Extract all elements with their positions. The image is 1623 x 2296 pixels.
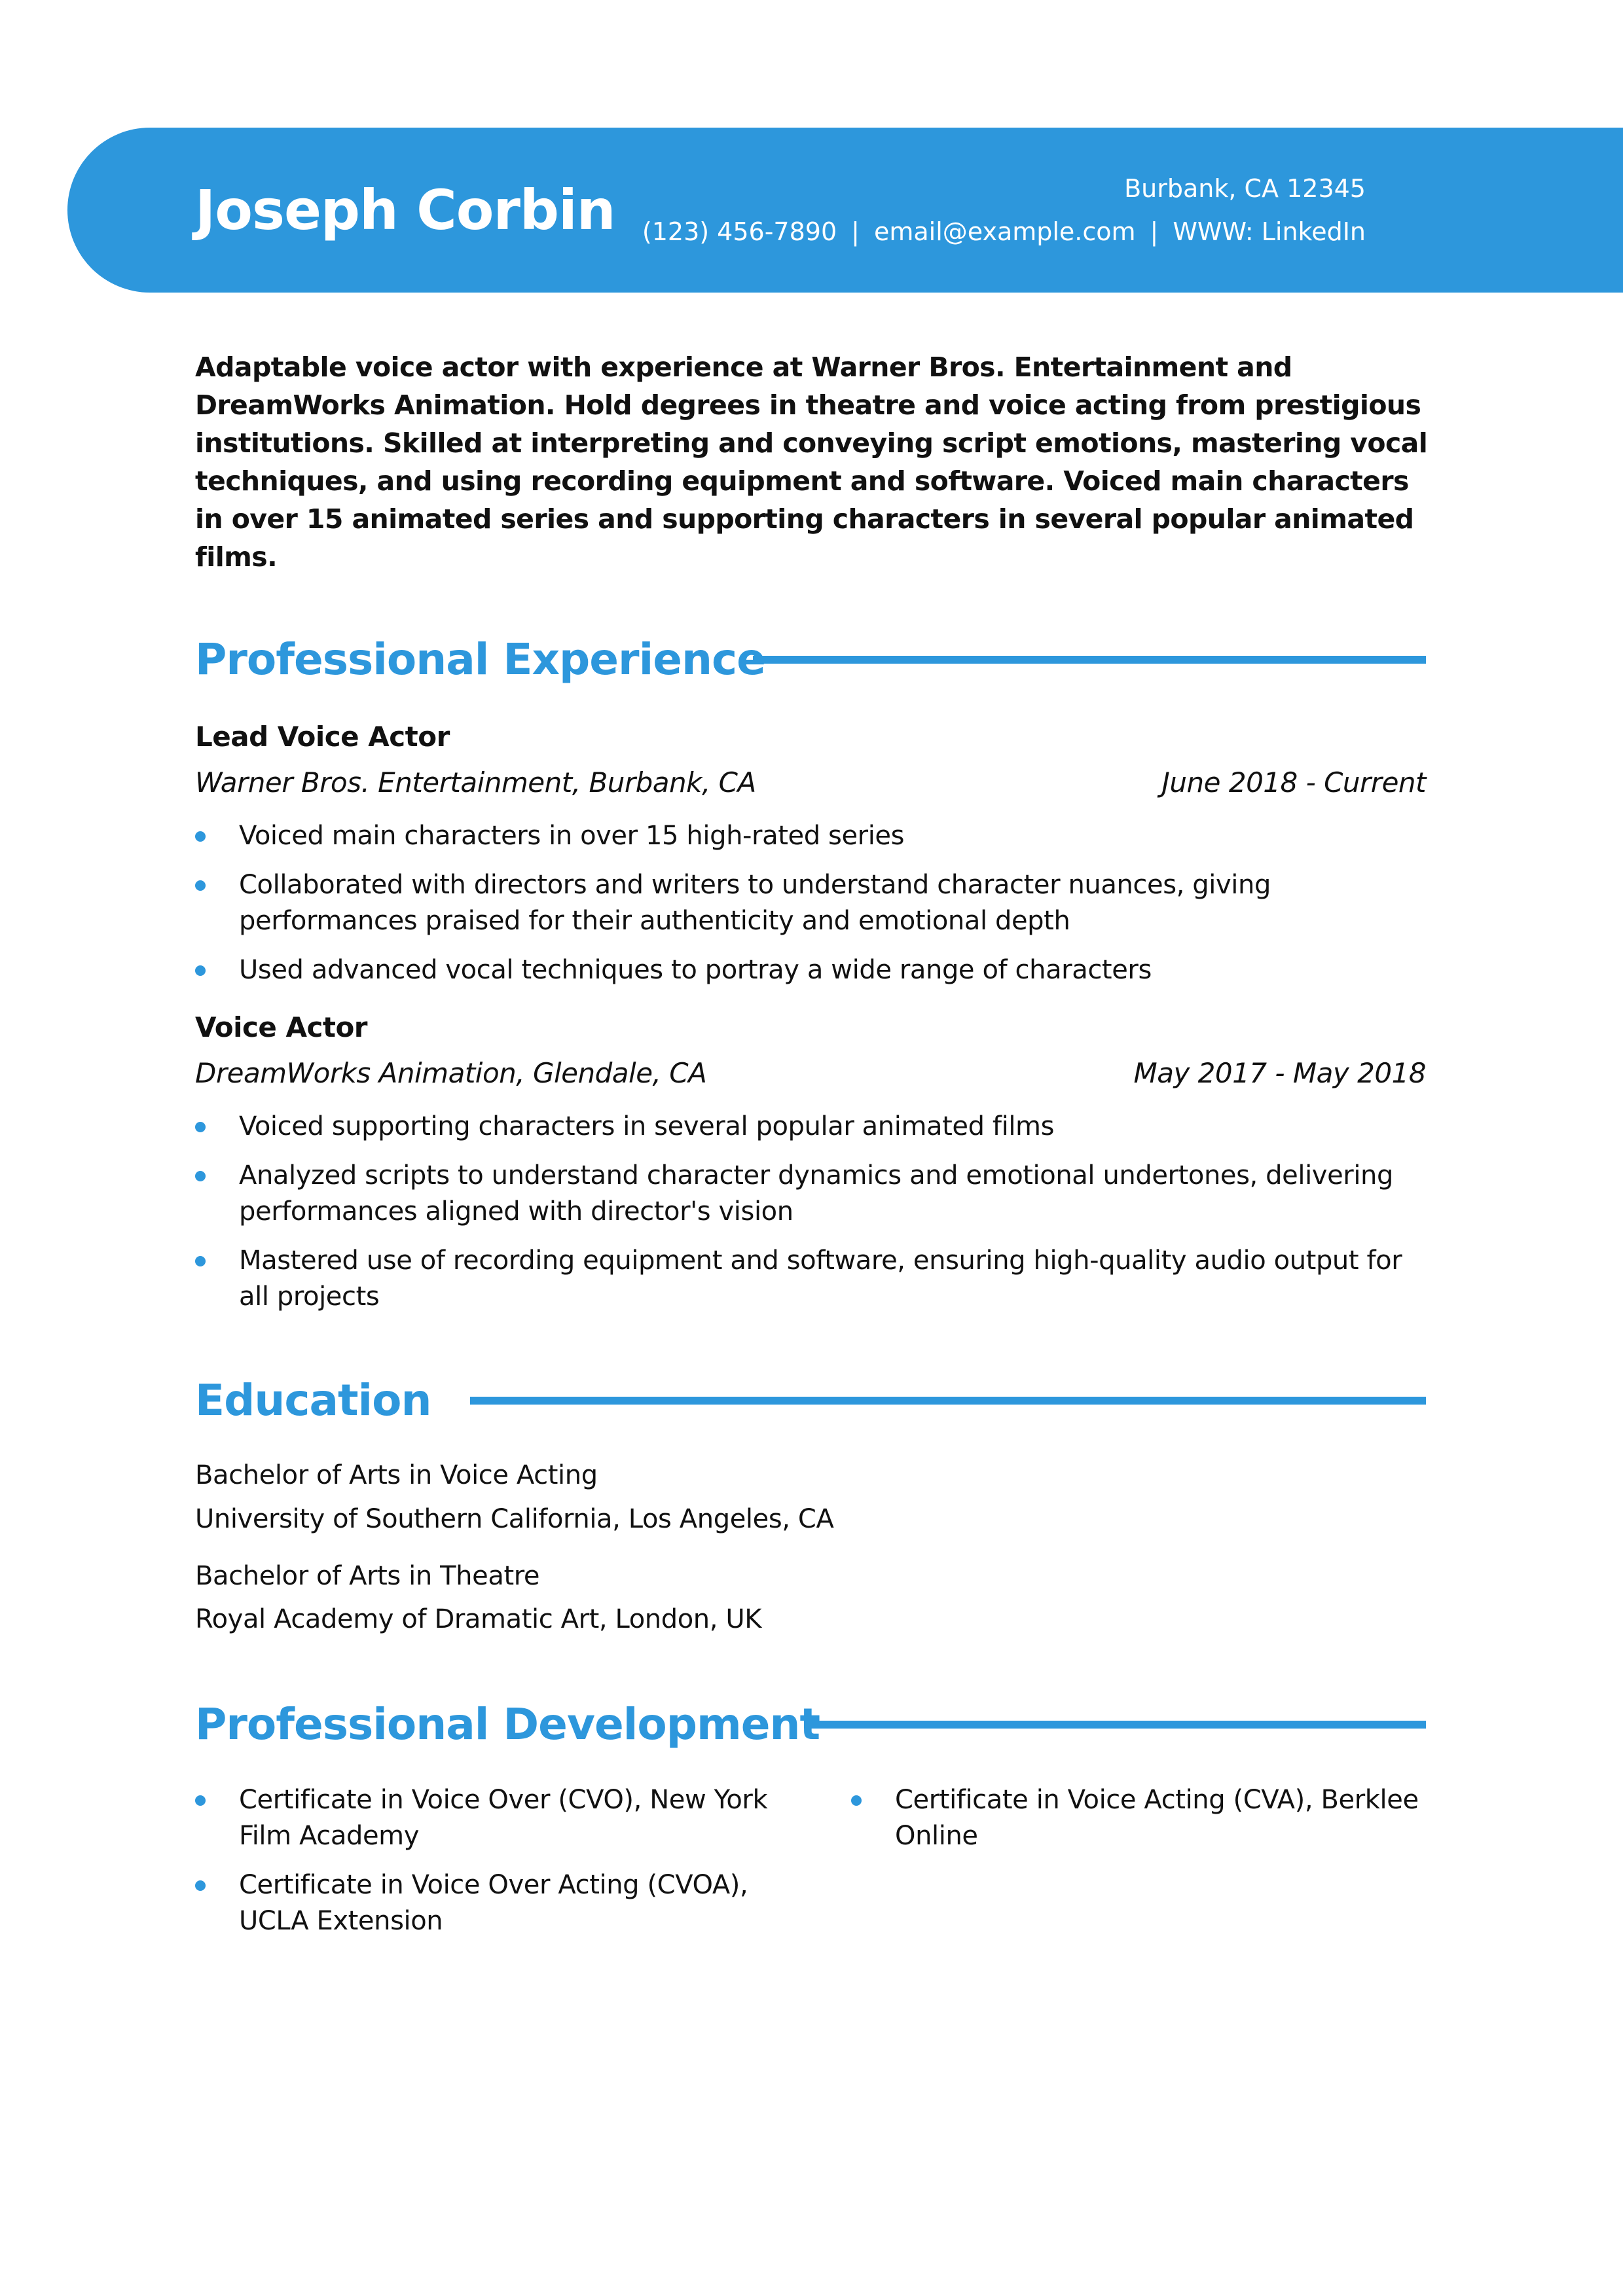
job-bullet-text: Analyzed scripts to understand character… xyxy=(239,1160,1393,1227)
bullet-icon xyxy=(195,831,206,842)
development-item: Certificate in Voice Acting (CVA), Berkl… xyxy=(851,1782,1427,1854)
job-bullet: Collaborated with directors and writers … xyxy=(195,867,1426,939)
job-title: Lead Voice Actor xyxy=(195,721,450,753)
bullet-icon xyxy=(195,1122,206,1132)
job-bullet-text: Voiced main characters in over 15 high-r… xyxy=(239,821,905,851)
bullet-icon xyxy=(195,1256,206,1266)
contact-separator: | xyxy=(851,217,860,246)
bullet-icon xyxy=(195,880,206,891)
education-school: Royal Academy of Dramatic Art, London, U… xyxy=(195,1604,762,1634)
job-bullet: Voiced main characters in over 15 high-r… xyxy=(195,818,1426,854)
job-bullet-list: Voiced main characters in over 15 high-r… xyxy=(195,818,1426,1001)
job-company: DreamWorks Animation, Glendale, CA xyxy=(195,1057,707,1089)
development-item: Certificate in Voice Over (CVO), New Yor… xyxy=(195,1782,784,1854)
development-item-text: Certificate in Voice Over Acting (CVOA),… xyxy=(239,1870,748,1936)
job-title: Voice Actor xyxy=(195,1011,368,1043)
section-divider xyxy=(470,1397,1426,1405)
job-bullet: Used advanced vocal techniques to portra… xyxy=(195,952,1426,988)
job-bullet-text: Mastered use of recording equipment and … xyxy=(239,1246,1402,1312)
development-item-text: Certificate in Voice Over (CVO), New Yor… xyxy=(239,1785,768,1851)
section-divider xyxy=(753,656,1426,664)
education-school: University of Southern California, Los A… xyxy=(195,1504,834,1534)
job-bullet: Analyzed scripts to understand character… xyxy=(195,1158,1426,1230)
section-divider xyxy=(804,1721,1426,1729)
job-company: Warner Bros. Entertainment, Burbank, CA xyxy=(195,766,756,798)
contact-email[interactable]: email@example.com xyxy=(873,217,1136,246)
bullet-icon xyxy=(195,1880,206,1891)
section-title-development: Professional Development xyxy=(195,1699,820,1749)
bullet-icon xyxy=(195,965,206,976)
contact-website[interactable]: WWW: LinkedIn xyxy=(1173,217,1366,246)
section-title-education: Education xyxy=(195,1375,431,1426)
candidate-name: Joseph Corbin xyxy=(195,178,616,242)
job-bullet: Voiced supporting characters in several … xyxy=(195,1109,1426,1145)
job-bullet-text: Used advanced vocal techniques to portra… xyxy=(239,955,1152,985)
contact-line: (123) 456-7890 | email@example.com | WWW: Li… xyxy=(642,215,1366,248)
bullet-icon xyxy=(195,1171,206,1181)
contact-phone[interactable]: (123) 456-7890 xyxy=(642,217,837,246)
job-dates: June 2018 - Current xyxy=(1161,766,1427,798)
professional-summary: Adaptable voice actor with experience at… xyxy=(195,351,1428,573)
contact-separator: | xyxy=(1150,217,1159,246)
contact-location: Burbank, CA 12345 xyxy=(1124,174,1366,203)
education-degree: Bachelor of Arts in Theatre xyxy=(195,1561,540,1591)
job-dates: May 2017 - May 2018 xyxy=(1133,1057,1427,1089)
bullet-icon xyxy=(195,1795,206,1806)
development-list-right: Certificate in Voice Acting (CVA), Berkl… xyxy=(851,1782,1427,1867)
education-degree: Bachelor of Arts in Voice Acting xyxy=(195,1460,598,1490)
job-bullet-text: Collaborated with directors and writers … xyxy=(239,870,1271,936)
section-title-experience: Professional Experience xyxy=(195,634,766,685)
job-bullet: Mastered use of recording equipment and … xyxy=(195,1243,1426,1315)
development-item: Certificate in Voice Over Acting (CVOA),… xyxy=(195,1867,784,1939)
header-banner: Joseph Corbin Burbank, CA 12345 (123) 45… xyxy=(67,128,1623,293)
development-list-left: Certificate in Voice Over (CVO), New Yor… xyxy=(195,1782,784,1952)
job-bullet-list: Voiced supporting characters in several … xyxy=(195,1109,1426,1328)
development-item-text: Certificate in Voice Acting (CVA), Berkl… xyxy=(895,1785,1419,1851)
bullet-icon xyxy=(851,1795,862,1806)
job-bullet-text: Voiced supporting characters in several … xyxy=(239,1111,1055,1141)
